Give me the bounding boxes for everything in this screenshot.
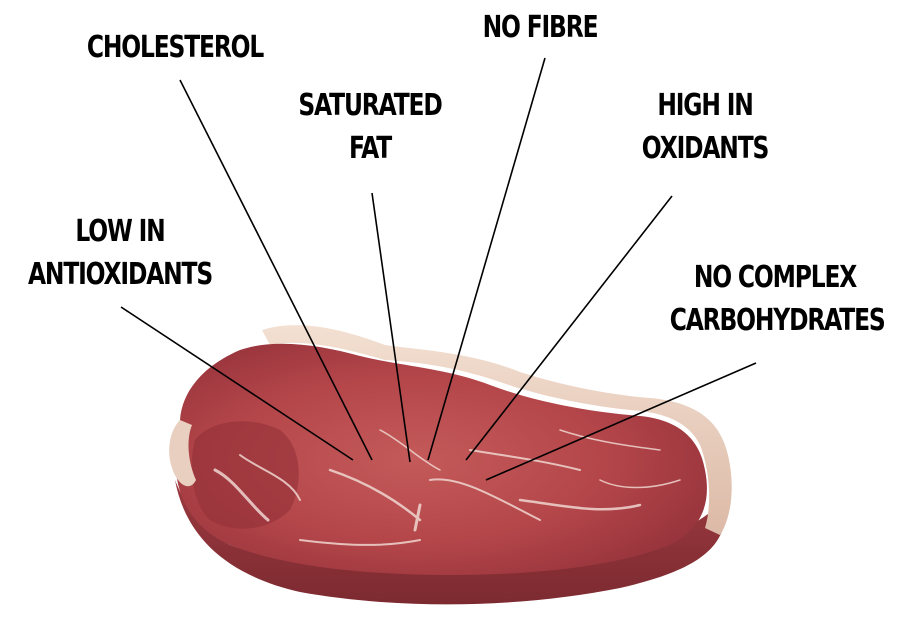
label-no-complex-carbohydrates-line1: NO COMPLEX [670, 256, 881, 299]
label-low-in-antioxidants-line2: ANTIOXIDANTS [26, 253, 213, 296]
label-low-in-antioxidants-line1: LOW IN [26, 210, 213, 253]
label-saturated-fat-line2: FAT [288, 127, 452, 170]
label-saturated-fat-line1: SATURATED [288, 84, 452, 127]
label-high-in-oxidants-line1: HIGH IN [627, 84, 783, 127]
meat-shadow [192, 421, 299, 528]
label-no-complex-carbohydrates-line2: CARBOHYDRATES [670, 299, 881, 342]
label-no-fibre-text: NO FIBRE [466, 6, 614, 49]
steak-image [169, 325, 732, 604]
label-low-in-antioxidants: LOW IN ANTIOXIDANTS [26, 210, 213, 296]
label-saturated-fat: SATURATED FAT [288, 84, 452, 170]
label-cholesterol: CHOLESTEROL [85, 26, 264, 69]
label-high-in-oxidants: HIGH IN OXIDANTS [627, 84, 783, 170]
label-high-in-oxidants-line2: OXIDANTS [627, 127, 783, 170]
label-cholesterol-text: CHOLESTEROL [85, 26, 264, 69]
label-no-fibre: NO FIBRE [466, 6, 614, 49]
label-no-complex-carbohydrates: NO COMPLEX CARBOHYDRATES [670, 256, 881, 342]
